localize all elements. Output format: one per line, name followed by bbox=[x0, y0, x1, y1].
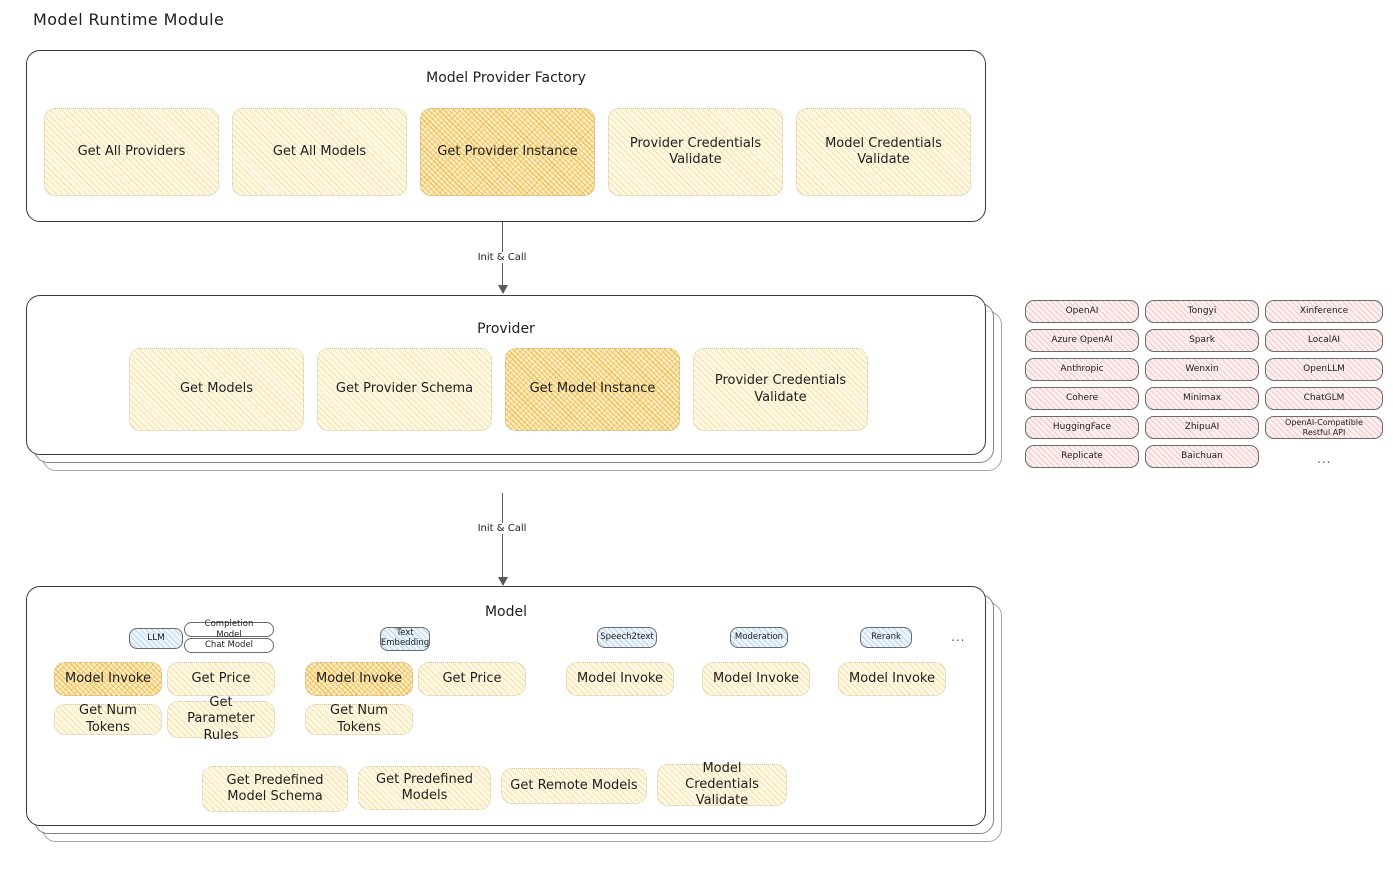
provider-panel: Provider Get Models Get Provider Schema … bbox=[26, 295, 1006, 480]
provider-chip-localai[interactable]: LocalAI bbox=[1265, 329, 1383, 352]
provider-chip-azure-openai[interactable]: Azure OpenAI bbox=[1025, 329, 1139, 352]
model-badge-speech2text[interactable]: Speech2text bbox=[597, 627, 657, 648]
arrow-label-init-and-call-2: Init & Call bbox=[473, 523, 531, 534]
model-get-remote-models[interactable]: Get Remote Models bbox=[501, 768, 647, 804]
model-provider-factory-panel: Model Provider Factory Get All Providers… bbox=[26, 50, 986, 222]
provider-chip-list: OpenAI Azure OpenAI Anthropic Cohere Hug… bbox=[1025, 300, 1385, 480]
model-badge-text-embedding[interactable]: Text Embedding bbox=[380, 627, 430, 651]
arrow-label-init-and-call-1: Init & Call bbox=[473, 252, 531, 263]
factory-box-get-all-providers[interactable]: Get All Providers bbox=[44, 108, 219, 196]
provider-chip-tongyi[interactable]: Tongyi bbox=[1145, 300, 1259, 323]
arrow-head bbox=[497, 285, 508, 294]
model-llm-model-invoke[interactable]: Model Invoke bbox=[54, 662, 162, 696]
factory-box-provider-credentials-validate[interactable]: Provider Credentials Validate bbox=[608, 108, 783, 196]
factory-box-model-credentials-validate[interactable]: Model Credentials Validate bbox=[796, 108, 971, 196]
model-llm-get-parameter-rules[interactable]: Get Parameter Rules bbox=[167, 695, 275, 743]
model-panel: Model LLM Completion Model Chat Model Mo… bbox=[26, 586, 1011, 851]
provider-chip-openai[interactable]: OpenAI bbox=[1025, 300, 1139, 323]
provider-box-get-model-instance[interactable]: Get Model Instance bbox=[505, 348, 680, 431]
model-get-predefined-models[interactable]: Get Predefined Models bbox=[358, 766, 491, 810]
model-get-predefined-model-schema[interactable]: Get Predefined Model Schema bbox=[202, 766, 348, 812]
provider-chip-chatglm[interactable]: ChatGLM bbox=[1265, 387, 1383, 410]
provider-chip-openai-compatible-restful-api[interactable]: OpenAI-Compatible Restful API bbox=[1265, 416, 1383, 439]
provider-box-get-provider-schema[interactable]: Get Provider Schema bbox=[317, 348, 492, 431]
provider-chip-wenxin[interactable]: Wenxin bbox=[1145, 358, 1259, 381]
model-llm-get-price[interactable]: Get Price bbox=[167, 662, 275, 696]
provider-box-get-models[interactable]: Get Models bbox=[129, 348, 304, 431]
provider-chip-huggingface[interactable]: HuggingFace bbox=[1025, 416, 1139, 439]
page-title: Model Runtime Module bbox=[33, 10, 225, 29]
model-groups-more: ... bbox=[951, 630, 966, 644]
arrow-head bbox=[497, 577, 508, 586]
model-text-embedding-model-invoke[interactable]: Model Invoke bbox=[305, 662, 413, 696]
provider-box-provider-credentials-validate[interactable]: Provider Credentials Validate bbox=[693, 348, 868, 431]
provider-chip-baichuan[interactable]: Baichuan bbox=[1145, 445, 1259, 468]
model-badge-rerank[interactable]: Rerank bbox=[860, 627, 912, 648]
arrow-line bbox=[502, 493, 504, 578]
model-text-embedding-get-num-tokens[interactable]: Get Num Tokens bbox=[305, 703, 413, 735]
provider-chip-openllm[interactable]: OpenLLM bbox=[1265, 358, 1383, 381]
provider-chip-anthropic[interactable]: Anthropic bbox=[1025, 358, 1139, 381]
provider-chip-spark[interactable]: Spark bbox=[1145, 329, 1259, 352]
model-speech2text-model-invoke[interactable]: Model Invoke bbox=[566, 662, 674, 696]
provider-chip-xinference[interactable]: Xinference bbox=[1265, 300, 1383, 323]
model-subbadge-chat-model[interactable]: Chat Model bbox=[184, 638, 274, 653]
provider-chip-more: ... bbox=[1317, 452, 1332, 466]
model-moderation-model-invoke[interactable]: Model Invoke bbox=[702, 662, 810, 696]
factory-box-get-provider-instance[interactable]: Get Provider Instance bbox=[420, 108, 595, 196]
model-credentials-validate[interactable]: Model Credentials Validate bbox=[657, 761, 787, 808]
model-subbadge-completion-model[interactable]: Completion Model bbox=[184, 619, 274, 640]
model-text-embedding-get-price[interactable]: Get Price bbox=[418, 662, 526, 696]
model-llm-get-num-tokens[interactable]: Get Num Tokens bbox=[54, 703, 162, 735]
provider-chip-zhipuai[interactable]: ZhipuAI bbox=[1145, 416, 1259, 439]
provider-chip-cohere[interactable]: Cohere bbox=[1025, 387, 1139, 410]
model-rerank-model-invoke[interactable]: Model Invoke bbox=[838, 662, 946, 696]
model-badge-moderation[interactable]: Moderation bbox=[730, 627, 788, 648]
provider-chip-replicate[interactable]: Replicate bbox=[1025, 445, 1139, 468]
model-badge-llm[interactable]: LLM bbox=[129, 628, 183, 649]
factory-box-get-all-models[interactable]: Get All Models bbox=[232, 108, 407, 196]
provider-chip-minimax[interactable]: Minimax bbox=[1145, 387, 1259, 410]
